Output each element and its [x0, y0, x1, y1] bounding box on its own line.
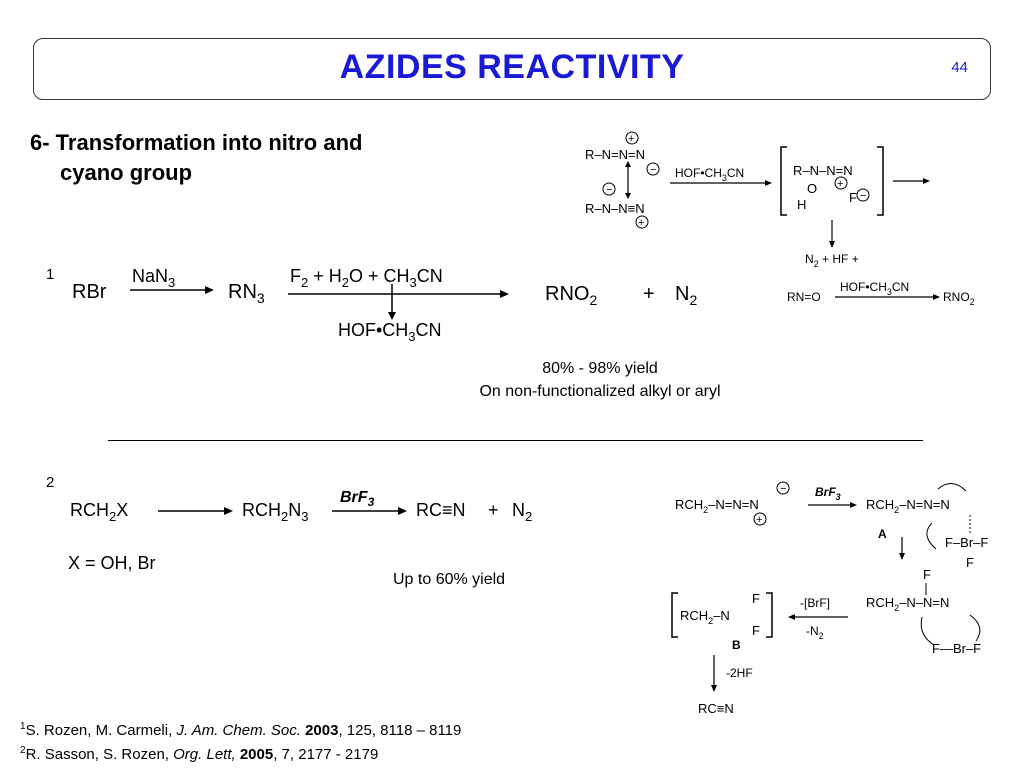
reaction1-marker: 1 — [46, 266, 55, 283]
svg-text:−: − — [606, 184, 612, 196]
svg-text:F: F — [923, 567, 931, 582]
svg-text:H: H — [797, 197, 806, 212]
m2-reagent: BrF3 — [815, 485, 841, 502]
heading-line-2: cyano group — [60, 160, 193, 185]
r2-yield: Up to 60% yield — [393, 571, 506, 588]
reference-1: 1S. Rozen, M. Carmeli, J. Am. Chem. Soc.… — [20, 721, 462, 739]
svg-text:R–N–N≡N: R–N–N≡N — [585, 201, 645, 216]
r2-reactant: RCH2X — [70, 500, 128, 524]
page-number: 44 — [951, 59, 968, 76]
r1-reagent2-top: F2 + H2O + CH3CN — [290, 266, 443, 290]
r2-byproduct: N2 — [512, 500, 532, 524]
svg-text:R–N=N=N: R–N=N=N — [585, 147, 645, 162]
reaction1-scheme: RBr NaN3 RN3 F2 + H2O + CH3CN HOF•CH3CN — [72, 266, 509, 344]
mechanism2: RCH2–N=N=N − + BrF3 RCH2–N=N=N F–Br–F F … — [671, 481, 988, 716]
svg-text:F—Br–F: F—Br–F — [932, 641, 981, 656]
svg-text:+: + — [837, 178, 843, 190]
heading-line-1: 6- Transformation into nitro and — [30, 130, 363, 155]
mechanism1: R–N=N=N + − − R–N–N≡N + HOF•CH3CN R–N–N=… — [585, 131, 975, 307]
svg-text:F: F — [752, 591, 760, 606]
svg-text:F: F — [849, 190, 857, 205]
svg-text:F: F — [752, 623, 760, 638]
r1-reactant: RBr — [72, 281, 107, 303]
svg-text:F: F — [966, 555, 974, 570]
r1-reagent2-bottom: HOF•CH3CN — [338, 320, 442, 344]
r1-reagent1: NaN3 — [132, 266, 175, 290]
svg-text:RCH2–N–N=N: RCH2–N–N=N — [866, 595, 949, 613]
m2-label-b: B — [732, 638, 741, 652]
reaction2-marker: 2 — [46, 474, 55, 491]
m1-nitroso: RN=O — [787, 290, 821, 304]
slide-title: AZIDES REACTIVITY — [339, 48, 685, 86]
m2-label-a: A — [878, 527, 887, 541]
m1-reagent: HOF•CH3CN — [675, 166, 744, 183]
title-box: AZIDES REACTIVITY 44 — [33, 38, 991, 100]
svg-text:R–N–N=N: R–N–N=N — [793, 163, 853, 178]
r2-intermediate: RCH2N3 — [242, 500, 308, 524]
svg-text:O: O — [807, 181, 817, 196]
m1-product: RNO2 — [943, 290, 975, 307]
references: 1S. Rozen, M. Carmeli, J. Am. Chem. Soc.… — [20, 717, 461, 765]
m1-reagent2: HOF•CH3CN — [840, 280, 909, 297]
svg-text:RCH2–N=N=N: RCH2–N=N=N — [675, 497, 759, 515]
reaction1-products: RNO2 + N2 — [545, 283, 697, 308]
svg-text:+: + — [628, 133, 634, 145]
r1-product: RNO2 — [545, 283, 597, 308]
r2-product: RC≡N — [416, 500, 466, 520]
svg-text:−: − — [650, 164, 656, 176]
r2-reagent: BrF3 — [340, 489, 375, 509]
svg-text:F–Br–F: F–Br–F — [945, 535, 988, 550]
section-heading: 6- Transformation into nitro and cyano g… — [30, 128, 362, 188]
r1-yield: 80% - 98% yield — [542, 360, 658, 377]
reference-2: 2R. Sasson, S. Rozen, Org. Lett, 2005, 7… — [20, 745, 379, 763]
m2-step-hf: -2HF — [726, 666, 753, 680]
m1-side-products: N2 + HF + — [805, 252, 859, 269]
svg-text:−: − — [860, 190, 866, 202]
section-divider — [108, 440, 923, 441]
svg-text:+: + — [756, 514, 762, 526]
svg-text:RCH2–N: RCH2–N — [680, 608, 730, 626]
svg-text:RCH2–N=N=N: RCH2–N=N=N — [866, 497, 950, 515]
svg-text:−: − — [780, 483, 786, 495]
r1-plus: + — [643, 283, 655, 305]
r2-condition: X = OH, Br — [68, 553, 156, 573]
r1-intermediate: RN3 — [228, 281, 265, 306]
r1-scope: On non-functionalized alkyl or aryl — [479, 383, 721, 400]
m2-step-brf: -[BrF] — [800, 596, 830, 610]
svg-text:+: + — [638, 217, 644, 229]
reaction2-scheme: RCH2X RCH2N3 BrF3 RC≡N + N2 — [70, 489, 532, 524]
m2-step-n2: -N2 — [806, 624, 824, 641]
r2-plus: + — [488, 500, 499, 520]
m2-final: RC≡N — [698, 701, 734, 716]
